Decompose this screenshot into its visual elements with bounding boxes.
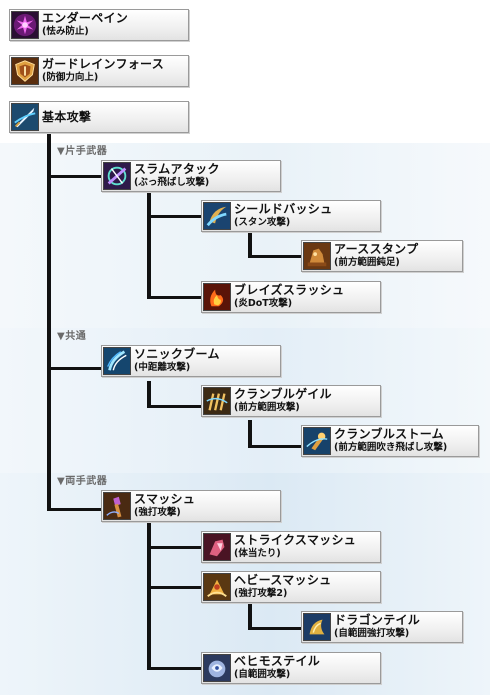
branch-crumble-gale: [147, 405, 202, 408]
shield-sub-line: [248, 230, 252, 258]
skill-note: (炎DoT攻撃): [234, 298, 293, 309]
skill-crumble-gale[interactable]: クランブルゲイル (前方範囲攻撃): [201, 385, 381, 417]
slam-sub-line: [147, 191, 151, 299]
section-label-common: ▼共通: [57, 331, 87, 342]
skill-name: ガードレインフォース: [42, 57, 165, 71]
behemoth-tail-icon: [203, 654, 231, 682]
branch-strike-smash: [147, 546, 202, 549]
fire-slash-icon: [203, 283, 231, 311]
branch-smash: [47, 508, 102, 511]
pink-sparkle-figure-icon: [11, 11, 39, 39]
section-label-two-hand: ▼両手武器: [57, 476, 108, 487]
claw-gale-icon: [203, 387, 231, 415]
skill-note: (自範囲攻撃): [234, 669, 291, 680]
branch-shield-bash: [147, 215, 202, 218]
sonic-wave-icon: [103, 347, 131, 375]
blue-shield-bash-icon: [203, 202, 231, 230]
skill-name: シールドバッシュ: [234, 202, 333, 216]
sword-slash-icon: [11, 103, 39, 131]
skill-endure-pain[interactable]: エンダーペイン (怯み防止): [9, 9, 189, 41]
skill-name: ヘビースマッシュ: [234, 573, 332, 587]
skill-name: スラムアタック: [134, 162, 220, 176]
skill-name: 基本攻撃: [42, 110, 92, 124]
heavy-sub-line: [248, 600, 252, 630]
gale-sub-line: [248, 420, 252, 448]
skill-guard-reinforce[interactable]: ガードレインフォース (防御力向上): [9, 55, 189, 87]
skill-note: (怯み防止): [42, 26, 89, 37]
branch-crumble-storm: [248, 445, 302, 448]
skill-name: ソニックブーム: [134, 347, 220, 361]
sonic-sub-line: [147, 381, 151, 408]
skill-name: クランブルゲイル: [234, 387, 332, 401]
skill-note: (前方範囲攻撃): [234, 402, 300, 413]
section-label-one-hand: ▼片手武器: [57, 146, 108, 157]
smash-sub-line: [147, 522, 151, 670]
dragon-tail-icon: [303, 613, 331, 641]
skill-shield-bash[interactable]: シールドバッシュ (スタン攻撃): [201, 200, 381, 232]
heavy-smash-icon: [203, 573, 231, 601]
body-charge-icon: [203, 533, 231, 561]
skill-dragon-tail[interactable]: ドラゴンテイル (自範囲強打攻撃): [301, 611, 463, 643]
branch-behemoth-tail: [147, 667, 202, 670]
skill-note: (中距離攻撃): [134, 362, 191, 373]
skill-smash[interactable]: スマッシュ (強打攻撃): [101, 490, 281, 522]
skill-slam-attack[interactable]: スラムアタック (ぶっ飛ばし攻撃): [101, 160, 281, 192]
skill-note: (体当たり): [234, 548, 281, 559]
purple-slash-icon: [103, 162, 131, 190]
hammer-smash-icon: [103, 492, 131, 520]
skill-basic-attack[interactable]: 基本攻撃: [9, 101, 189, 133]
earth-foot-icon: [303, 242, 331, 270]
branch-heavy-smash: [147, 586, 202, 589]
skill-behemoth-tail[interactable]: ベヒモステイル (自範囲攻撃): [201, 652, 381, 684]
skill-note: (スタン攻撃): [234, 217, 291, 228]
skill-name: アーススタンプ: [334, 242, 419, 256]
skill-note: (前方範囲吹き飛ばし攻撃): [334, 442, 448, 453]
skill-note: (ぶっ飛ばし攻撃): [134, 177, 210, 188]
skill-name: ブレイズスラッシュ: [234, 283, 345, 297]
skill-note: (防御力向上): [42, 72, 99, 83]
tree-trunk-line: [47, 132, 51, 511]
skill-heavy-smash[interactable]: ヘビースマッシュ (強打攻撃2): [201, 571, 381, 603]
branch-dragon-tail: [248, 627, 302, 630]
skill-strike-smash[interactable]: ストライクスマッシュ (体当たり): [201, 531, 381, 563]
branch-blaze-slash: [147, 296, 202, 299]
branch-sonic-boom: [47, 367, 102, 370]
skill-crumble-storm[interactable]: クランブルストーム (前方範囲吹き飛ばし攻撃): [301, 425, 479, 457]
skill-note: (強打攻撃2): [234, 588, 288, 599]
skill-name: ベヒモステイル: [234, 654, 321, 668]
skill-name: クランブルストーム: [334, 427, 444, 441]
skill-blaze-slash[interactable]: ブレイズスラッシュ (炎DoT攻撃): [201, 281, 381, 313]
skill-name: ドラゴンテイル: [334, 613, 421, 627]
branch-slam-attack: [47, 175, 102, 178]
skill-note: (前方範囲鈍足): [334, 257, 400, 268]
branch-earth-stamp: [248, 255, 302, 258]
skill-name: スマッシュ: [134, 492, 196, 506]
skill-note: (強打攻撃): [134, 507, 181, 518]
skill-name: エンダーペイン: [42, 11, 129, 25]
skill-note: (自範囲強打攻撃): [334, 628, 410, 639]
skill-earth-stamp[interactable]: アーススタンプ (前方範囲鈍足): [301, 240, 463, 272]
skill-name: ストライクスマッシュ: [234, 533, 357, 547]
shield-icon: [11, 57, 39, 85]
skill-sonic-boom[interactable]: ソニックブーム (中距離攻撃): [101, 345, 281, 377]
storm-strike-icon: [303, 427, 331, 455]
